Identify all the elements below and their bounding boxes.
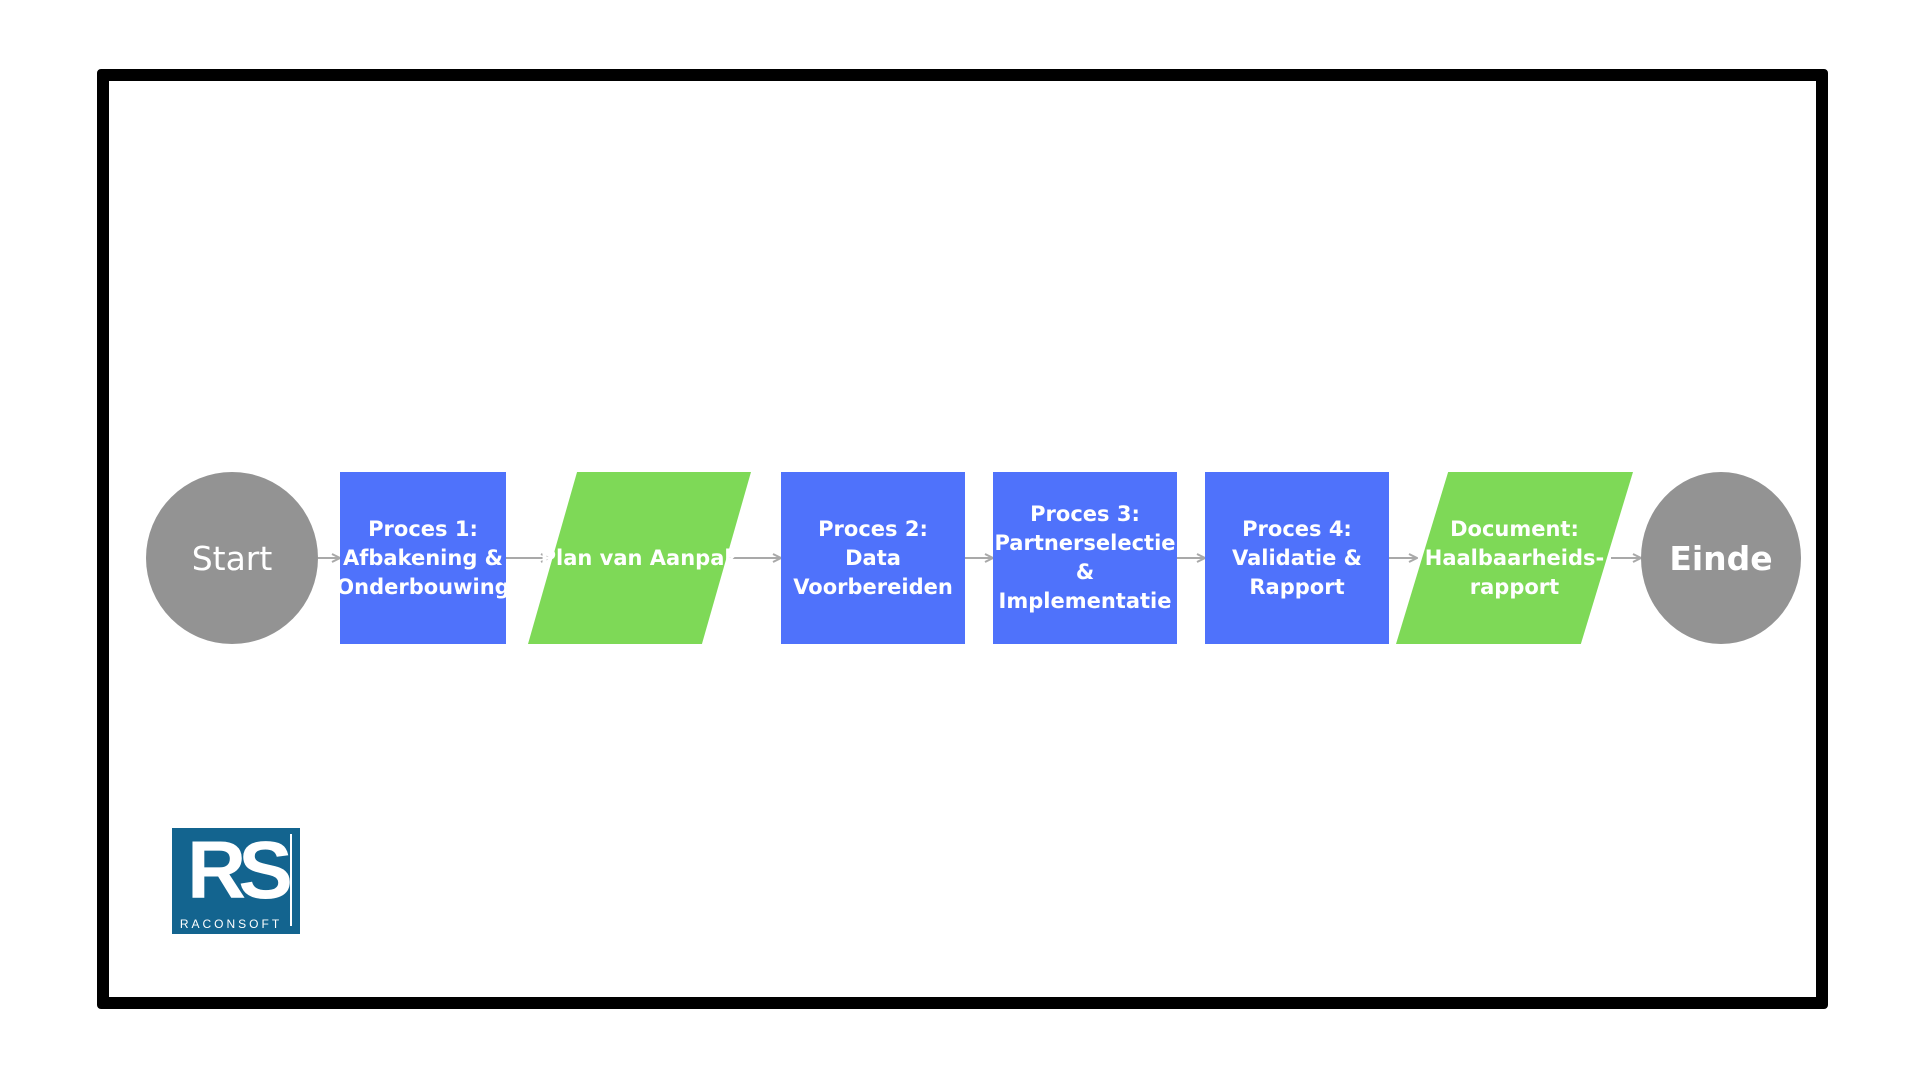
logo-divider — [290, 834, 292, 926]
node-plan-van-aanpak: Plan van Aanpak — [528, 472, 751, 644]
raconsoft-logo: RS RACONSOFT — [172, 828, 300, 934]
node-start: Start — [146, 472, 318, 644]
node-proces-2-label: Proces 2: Data Voorbereiden — [793, 516, 953, 599]
node-plan-van-aanpak-label: Plan van Aanpak — [540, 545, 739, 570]
node-einde-label: Einde — [1669, 538, 1773, 578]
logo-mark: RS — [187, 825, 293, 916]
logo-wordmark: RACONSOFT — [179, 917, 283, 931]
node-proces-1: Proces 1: Afbakening & Onderbouwing — [336, 472, 510, 644]
node-start-label: Start — [191, 538, 273, 578]
node-document-label: Document: Haalbaarheids- rapport — [1424, 516, 1605, 599]
node-einde: Einde — [1641, 472, 1801, 644]
node-proces-4-label: Proces 4: Validatie & Rapport — [1232, 516, 1362, 599]
node-proces-1-label: Proces 1: Afbakening & Onderbouwing — [336, 516, 510, 599]
node-document: Document: Haalbaarheids- rapport — [1396, 472, 1633, 644]
node-proces-2: Proces 2: Data Voorbereiden — [781, 472, 965, 644]
node-proces-3: Proces 3: Partnerselectie & Implementati… — [993, 472, 1177, 644]
node-proces-4: Proces 4: Validatie & Rapport — [1205, 472, 1389, 644]
node-proces-3-label: Proces 3: Partnerselectie & Implementati… — [994, 502, 1176, 613]
